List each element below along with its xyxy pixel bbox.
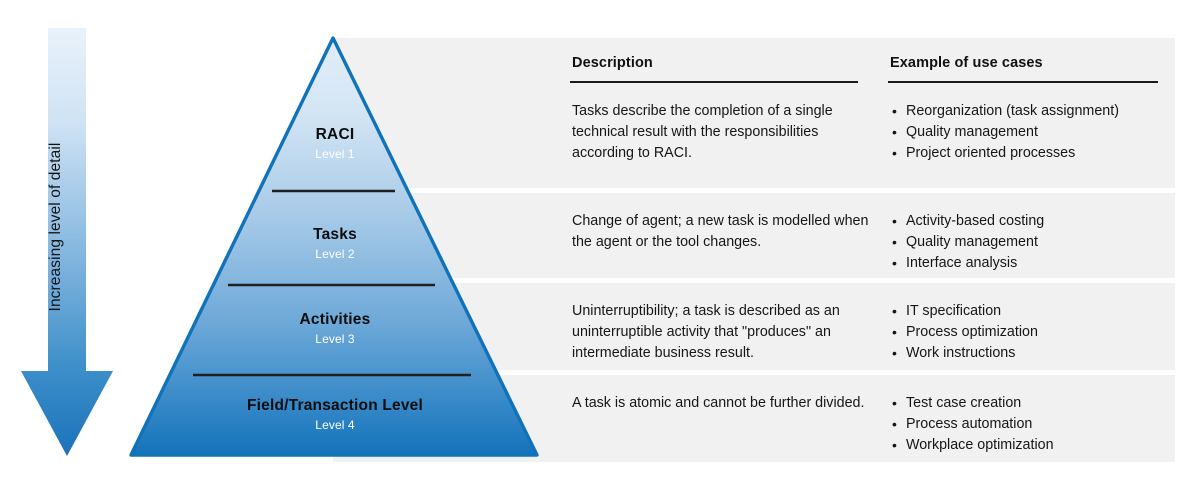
use-cases-level-3: IT specification Process optimization Wo…	[890, 301, 1170, 364]
arrow-label: Increasing level of detail	[47, 142, 64, 312]
use-case-list: Test case creation Process automation Wo…	[890, 393, 1170, 456]
use-cases-level-1: Reorganization (task assignment) Quality…	[890, 101, 1170, 164]
list-item: IT specification	[890, 301, 1170, 322]
use-cases-level-2: Activity-based costing Quality managemen…	[890, 211, 1170, 274]
use-case-list: Activity-based costing Quality managemen…	[890, 211, 1170, 274]
list-item: Interface analysis	[890, 253, 1170, 274]
increasing-detail-arrow: Increasing level of detail	[18, 28, 130, 460]
description-level-4: A task is atomic and cannot be further d…	[572, 395, 865, 411]
description-level-1: Tasks describe the completion of a singl…	[572, 103, 833, 161]
list-item: Reorganization (task assignment)	[890, 101, 1170, 122]
use-case-list: Reorganization (task assignment) Quality…	[890, 101, 1170, 164]
pyramid-shape	[129, 36, 539, 457]
use-cases-level-4: Test case creation Process automation Wo…	[890, 393, 1170, 456]
list-item: Work instructions	[890, 343, 1170, 364]
use-case-list: IT specification Process optimization Wo…	[890, 301, 1170, 364]
detail-level-pyramid: RACI Level 1 Tasks Level 2 Activities Le…	[125, 30, 545, 462]
list-item: Quality management	[890, 232, 1170, 253]
list-item: Activity-based costing	[890, 211, 1170, 232]
description-header-rule	[570, 81, 858, 83]
use-cases-column-header: Example of use cases	[890, 55, 1043, 71]
list-item: Test case creation	[890, 393, 1170, 414]
description-level-3: Uninterruptibility; a task is described …	[572, 303, 840, 361]
list-item: Process automation	[890, 414, 1170, 435]
description-level-2: Change of agent; a new task is modelled …	[572, 213, 869, 250]
list-item: Workplace optimization	[890, 435, 1170, 456]
description-column-header: Description	[572, 55, 653, 71]
list-item: Project oriented processes	[890, 143, 1170, 164]
list-item: Process optimization	[890, 322, 1170, 343]
use-cases-header-rule	[888, 81, 1158, 83]
list-item: Quality management	[890, 122, 1170, 143]
down-arrow-icon	[21, 28, 113, 456]
